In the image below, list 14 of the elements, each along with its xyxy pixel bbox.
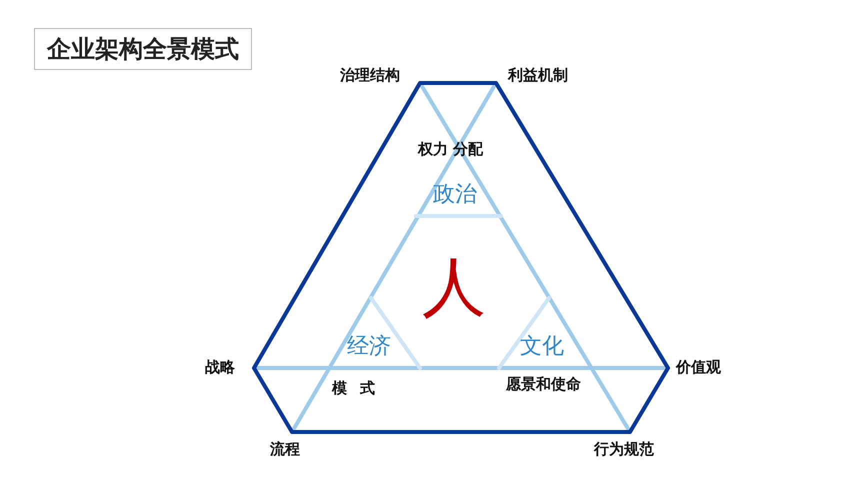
vertex-label: 模 式	[332, 379, 376, 397]
section-label: 经济	[347, 334, 391, 360]
vertex-label: 权力 分配	[418, 140, 484, 158]
vertex-label: 行为规范	[594, 440, 654, 458]
vertex-label: 战略	[205, 358, 235, 376]
vertex-label: 愿景和使命	[506, 375, 581, 393]
vertex-label: 价值观	[676, 358, 721, 376]
vertex-label: 流程	[270, 440, 300, 458]
vertex-label: 治理结构	[340, 66, 400, 84]
title: 企业架构全景模式	[34, 28, 252, 70]
section-label: 文化	[520, 334, 564, 360]
section-label: 政治	[433, 182, 477, 208]
vertex-label: 利益机制	[508, 66, 568, 84]
center-character: 人	[422, 250, 486, 327]
